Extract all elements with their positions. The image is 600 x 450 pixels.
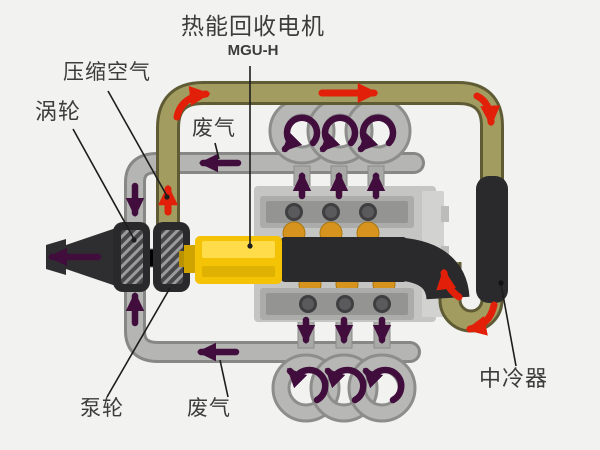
exhaust-pipe-bottom: [124, 279, 421, 363]
label-compressed-air: 压缩空气: [63, 61, 151, 84]
label-pump-wheel: 泵轮: [80, 397, 124, 420]
label-exhaust-top: 废气: [192, 117, 236, 140]
exhaust-loops-top: [268, 97, 412, 165]
leader-lines: [72, 66, 517, 398]
leader-exhaust-top: [214, 142, 220, 160]
diagram-subtitle: MGU-H: [227, 42, 279, 59]
leader-turbine: [72, 128, 135, 240]
air-down-to-intercooler-arrow: [473, 92, 501, 127]
exhaust-flow-arrows: [47, 114, 405, 404]
leader-compressed-air: [107, 90, 168, 197]
leader-intercooler: [500, 283, 517, 367]
intake-plenum: [281, 237, 470, 301]
intercooler-tube: [476, 176, 508, 303]
diagram-title: 热能回收电机: [181, 13, 325, 39]
air-up-to-engine-arrow: [436, 268, 463, 301]
label-turbine: 涡轮: [35, 99, 82, 124]
air-topleft-bend-arrow: [173, 86, 211, 121]
leader-exhaust-bottom: [219, 359, 229, 398]
label-exhaust-bottom: 废气: [187, 397, 231, 420]
mgu-h-unit: [179, 236, 282, 284]
air-flow-arrows: [158, 83, 501, 336]
turbocharger: [46, 222, 201, 292]
air-ubend-down-arrow: [465, 301, 498, 336]
compressor-wheel: [161, 230, 183, 284]
label-intercooler: 中冷器: [479, 366, 549, 391]
turbine-wheel: [121, 230, 143, 284]
leader-pump-wheel: [106, 287, 171, 398]
